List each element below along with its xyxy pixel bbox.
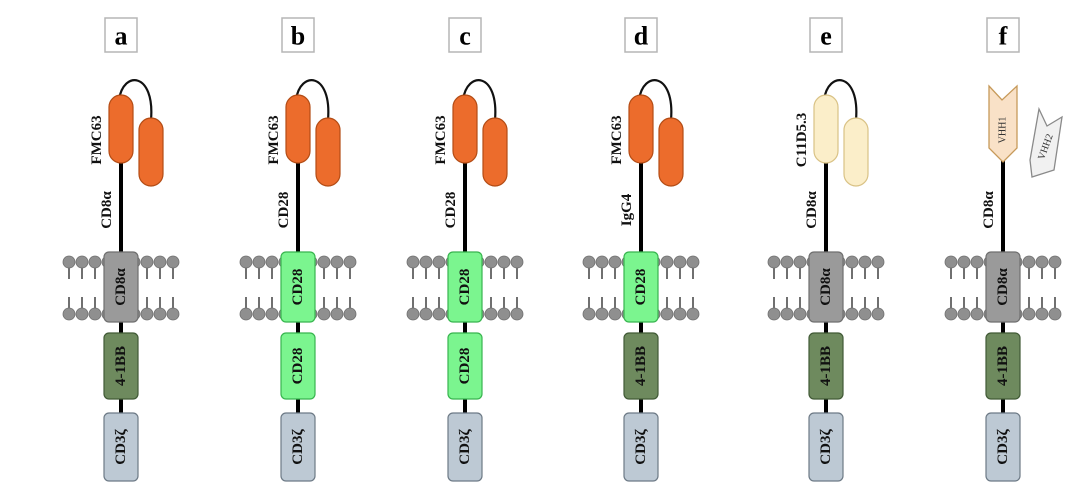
signaling-label: CD3ζ (290, 429, 306, 465)
transmembrane-domain (280, 251, 316, 323)
signaling-label: CD3ζ (633, 429, 649, 465)
binder-label: FMC63 (89, 115, 105, 164)
costimulatory-domain (623, 332, 659, 400)
costimulatory-label: 4-1BB (995, 346, 1011, 386)
signaling-domain (103, 412, 139, 482)
binder-label: FMC63 (266, 115, 282, 164)
signaling-label: CD3ζ (995, 429, 1011, 465)
binder-label: C11D5.3 (794, 113, 810, 168)
scfv-vl (315, 117, 341, 187)
panel-letter: c (459, 22, 471, 51)
hinge-label: CD8α (804, 191, 820, 229)
costimulatory-label: 4-1BB (818, 346, 834, 386)
transmembrane-label: CD28 (633, 269, 649, 306)
scfv-domain (452, 79, 508, 187)
panel-letter: a (115, 22, 128, 51)
hinge-label: CD28 (276, 192, 292, 229)
panel-letter-box (624, 17, 658, 53)
panel-letter-box (448, 17, 482, 53)
costimulatory-domain (808, 332, 844, 400)
scfv-domain (813, 79, 869, 187)
panel-letter-box (809, 17, 843, 53)
transmembrane-domain (447, 251, 483, 323)
scfv-domain (628, 79, 684, 187)
signaling-domain (447, 412, 483, 482)
transmembrane-domain (103, 251, 139, 323)
panel-letter: f (999, 22, 1008, 51)
hinge-label: CD8α (981, 191, 997, 229)
signaling-domain (623, 412, 659, 482)
panel-letter-box (281, 17, 315, 53)
panel-letter: e (820, 22, 832, 51)
binder-label: FMC63 (609, 115, 625, 164)
transmembrane-domain (808, 251, 844, 323)
panel-letter: d (634, 22, 649, 51)
scfv-vh (452, 94, 478, 164)
signaling-domain (985, 412, 1021, 482)
hinge-label: IgG4 (619, 193, 635, 226)
transmembrane-label: CD8α (995, 268, 1011, 306)
scfv-vl (482, 117, 508, 187)
transmembrane-domain (985, 251, 1021, 323)
scfv-vl (138, 117, 164, 187)
signaling-domain (808, 412, 844, 482)
costimulatory-label: CD28 (290, 348, 306, 385)
vhh1-label: VHH1 (998, 117, 1009, 144)
binder-label: FMC63 (433, 115, 449, 164)
panel-letter-box (104, 17, 138, 53)
vhh1-domain (988, 84, 1018, 163)
transmembrane-label: CD28 (457, 269, 473, 306)
costimulatory-label: 4-1BB (113, 346, 129, 386)
hinge-label: CD8α (99, 191, 115, 229)
panel-letter-box (986, 17, 1020, 53)
hinge-label: CD28 (443, 192, 459, 229)
transmembrane-label: CD8α (113, 268, 129, 306)
scfv-vl (843, 117, 869, 187)
signaling-label: CD3ζ (818, 429, 834, 465)
costimulatory-domain (985, 332, 1021, 400)
signaling-domain (280, 412, 316, 482)
scfv-vl (658, 117, 684, 187)
scfv-vh (813, 94, 839, 164)
panel-letter: b (291, 22, 305, 51)
costimulatory-domain (280, 332, 316, 400)
scfv-domain (285, 79, 341, 187)
transmembrane-domain (623, 251, 659, 323)
costimulatory-domain (447, 332, 483, 400)
costimulatory-domain (103, 332, 139, 400)
scfv-vh (285, 94, 311, 164)
signaling-label: CD3ζ (113, 429, 129, 465)
costimulatory-label: 4-1BB (633, 346, 649, 386)
vhh-domains (988, 84, 1063, 178)
transmembrane-label: CD8α (818, 268, 834, 306)
vhh2-domain (1029, 106, 1063, 178)
scfv-domain (108, 79, 164, 187)
costimulatory-label: CD28 (457, 348, 473, 385)
transmembrane-label: CD28 (290, 269, 306, 306)
scfv-vh (108, 94, 134, 164)
signaling-label: CD3ζ (457, 429, 473, 465)
scfv-vh (628, 94, 654, 164)
